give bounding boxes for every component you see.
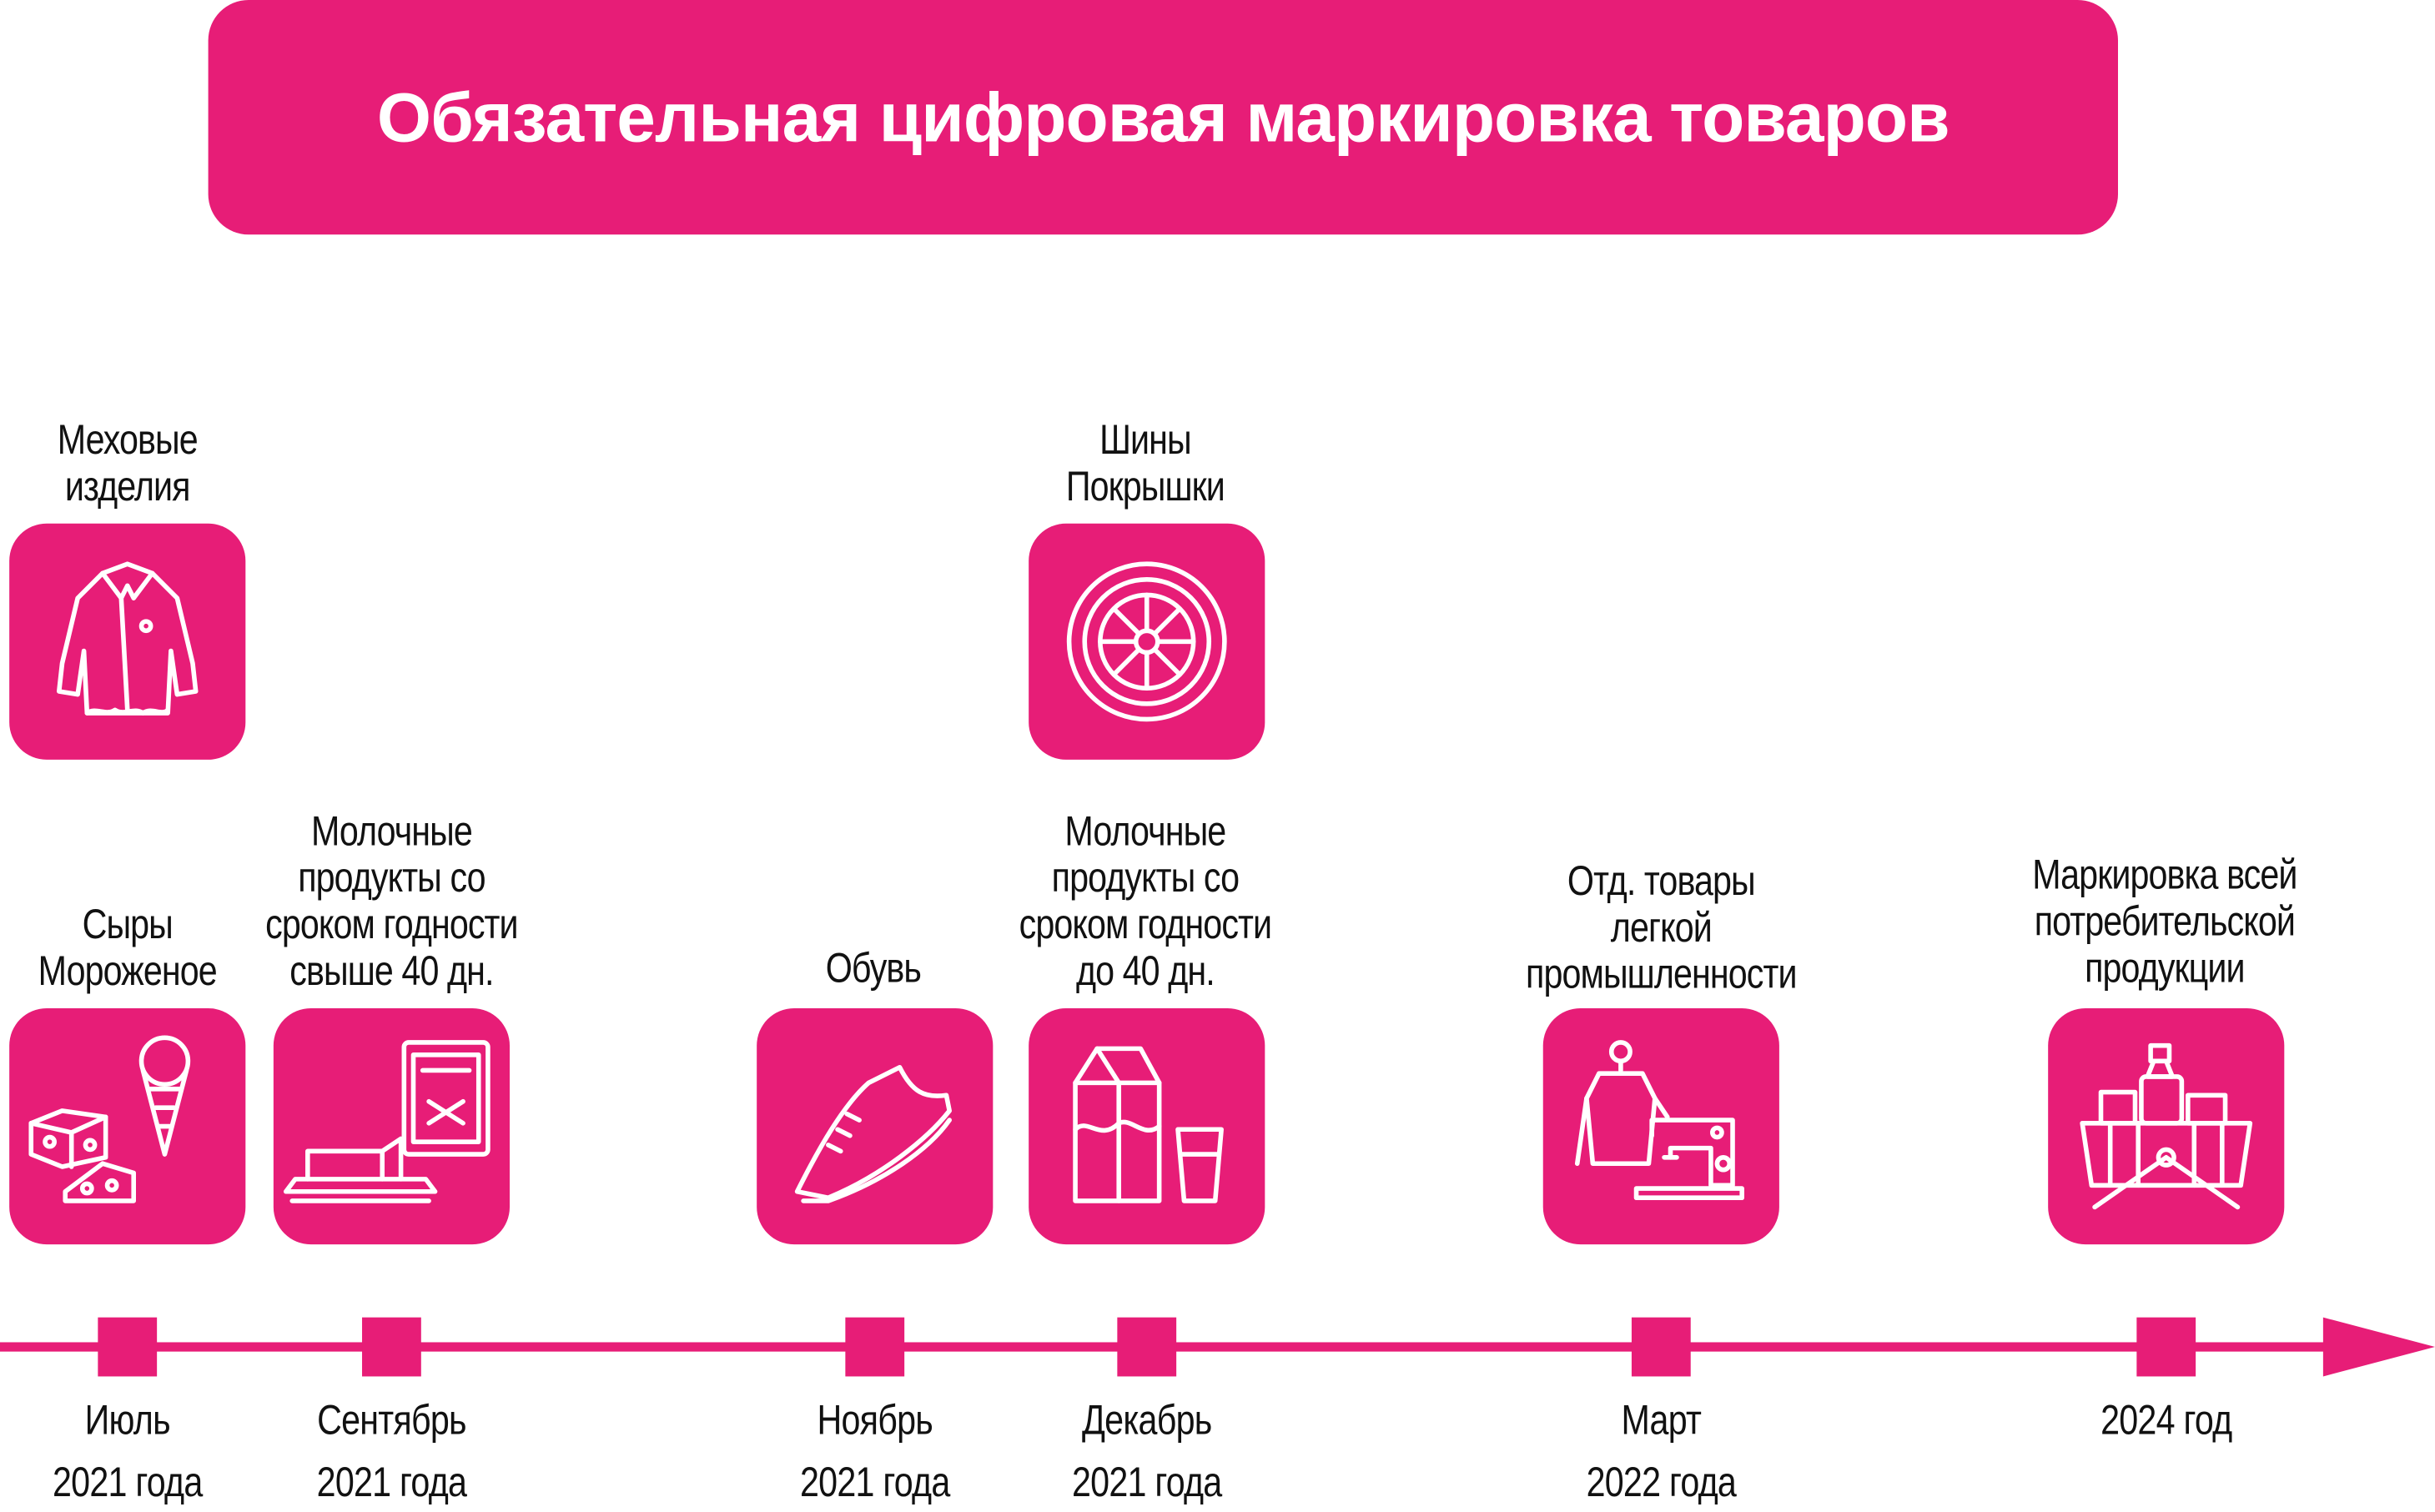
tile-dairy-long <box>273 1007 510 1245</box>
date-mar-2022: Март 2022 года <box>1534 1389 1789 1511</box>
date-month: Декабрь <box>1082 1396 1212 1444</box>
date-2024: 2024 год <box>2039 1389 2293 1451</box>
tile-tires <box>1029 523 1265 760</box>
butter-dairy-icon <box>283 1040 491 1203</box>
date-month: 2024 год <box>2100 1396 2232 1444</box>
fur-coat-icon <box>56 561 199 716</box>
tile-dairy-short <box>1029 1007 1265 1245</box>
date-month: Июль <box>84 1396 171 1444</box>
date-sep-2021: Сентябрь 2021 года <box>264 1389 519 1511</box>
marker-sep-2021 <box>362 1317 421 1377</box>
date-month: Март <box>1621 1396 1702 1444</box>
marker-mar-2022 <box>1631 1317 1691 1377</box>
tire-icon <box>1066 561 1227 722</box>
date-month: Ноябрь <box>817 1396 933 1444</box>
marker-jul-2021 <box>98 1317 158 1377</box>
timeline-arrow-icon <box>2322 1317 2435 1377</box>
label-shoes: Обувь <box>825 944 922 992</box>
tile-cheese <box>9 1007 246 1245</box>
date-jul-2021: Июль 2021 года <box>0 1389 254 1511</box>
label-dairy-long: Молочные продукты со сроком годности свы… <box>265 807 518 995</box>
milk-carton-icon <box>1073 1046 1224 1203</box>
date-dec-2021: Декабрь 2021 года <box>1019 1389 1274 1511</box>
date-month: Сентябрь <box>317 1396 466 1444</box>
date-year: 2021 года <box>799 1459 950 1506</box>
shopping-basket-icon <box>2080 1042 2253 1210</box>
marker-2024 <box>2136 1317 2196 1377</box>
page-title: Обязательная цифровая маркировка товаров <box>376 77 1950 157</box>
sewing-machine-icon <box>1574 1040 1744 1201</box>
label-light-industry: Отд. товары легкой промышленности <box>1526 857 1797 997</box>
label-cheese: Сыры Мороженое <box>38 901 218 995</box>
date-year: 2021 года <box>316 1459 467 1506</box>
date-year: 2021 года <box>52 1459 203 1506</box>
label-fur: Меховые изделия <box>57 416 199 510</box>
tile-light-industry <box>1542 1007 1779 1245</box>
label-all-products: Маркировка всей потребительской продукци… <box>2032 851 2297 992</box>
tile-fur <box>9 523 246 760</box>
shoe-icon <box>794 1064 952 1203</box>
title-banner: Обязательная цифровая маркировка товаров <box>208 0 2118 235</box>
marker-nov-2021 <box>845 1317 905 1377</box>
date-year: 2021 года <box>1071 1459 1222 1506</box>
marker-dec-2021 <box>1117 1317 1177 1377</box>
label-tires: Шины Покрышки <box>1065 416 1225 510</box>
date-nov-2021: Ноябрь 2021 года <box>747 1389 1002 1511</box>
cheese-icecream-icon <box>28 1035 191 1203</box>
date-year: 2022 года <box>1586 1459 1737 1506</box>
tile-shoes <box>757 1007 994 1245</box>
tile-all-products <box>2048 1007 2285 1245</box>
label-dairy-short: Молочные продукты со сроком годности до … <box>1019 807 1272 995</box>
